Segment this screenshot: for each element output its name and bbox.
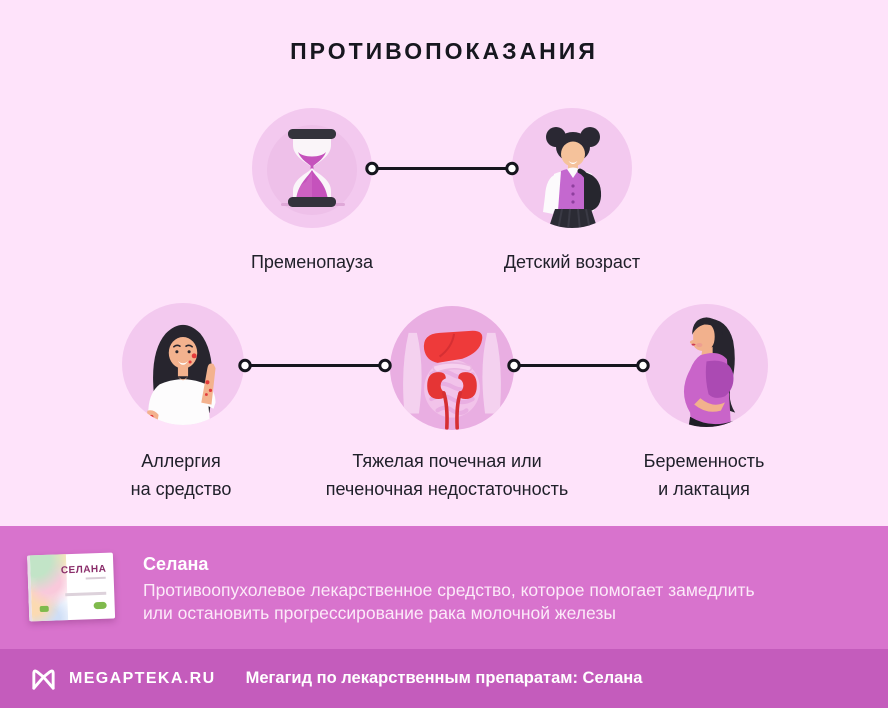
item-label-allergy: Аллергия на средство — [130, 451, 232, 499]
item-label-renal-hepatic-failure: Тяжелая почечная или печеночная недостат… — [325, 451, 569, 499]
pregnant-woman-illustration — [683, 317, 736, 427]
product-panel: СЕЛАНА Селана Противоопухолевое лекарств… — [0, 526, 888, 649]
footer-bar: MEGAPTEKA.RU Мегагид по лекарственным пр… — [0, 649, 888, 708]
liver-kidneys-illustration — [403, 330, 501, 430]
item-label-pregnancy-lactation: Беременность и лактация — [643, 451, 765, 499]
hourglass-illustration — [267, 125, 357, 215]
liver-kidneys-icon — [390, 306, 514, 430]
schoolgirl-illustration — [543, 127, 602, 228]
item-label-premenopause: Пременопауза — [250, 252, 374, 272]
hourglass-icon — [252, 108, 372, 228]
page-title: ПРОТИВОПОКАЗАНИЯ — [290, 38, 598, 64]
connector-line — [238, 358, 392, 373]
product-description: Противоопухолевое лекарственное средство… — [143, 580, 755, 623]
package-text-line — [65, 591, 107, 596]
footer-tagline: Мегагид по лекарственным препаратам: Сел… — [245, 669, 643, 687]
brand-name: MEGAPTEKA.RU — [69, 669, 216, 687]
package-logo-mark — [39, 605, 49, 613]
connector-line — [365, 161, 519, 176]
megapteka-logo-icon — [32, 669, 55, 690]
product-name: Селана — [143, 554, 209, 574]
connector-line — [507, 358, 650, 373]
package-front: СЕЛАНА — [26, 552, 116, 622]
allergy-woman-illustration — [145, 324, 216, 425]
pregnant-woman-icon — [645, 304, 768, 427]
schoolgirl-icon — [512, 108, 632, 228]
package-brand-text: СЕЛАНА — [60, 563, 107, 577]
package-logo-dot — [93, 601, 107, 610]
product-package-image: СЕЛАНА — [26, 552, 116, 622]
allergy-woman-icon — [122, 303, 244, 425]
item-label-childhood: Детский возраст — [503, 252, 641, 272]
package-subtext-line — [85, 576, 106, 580]
